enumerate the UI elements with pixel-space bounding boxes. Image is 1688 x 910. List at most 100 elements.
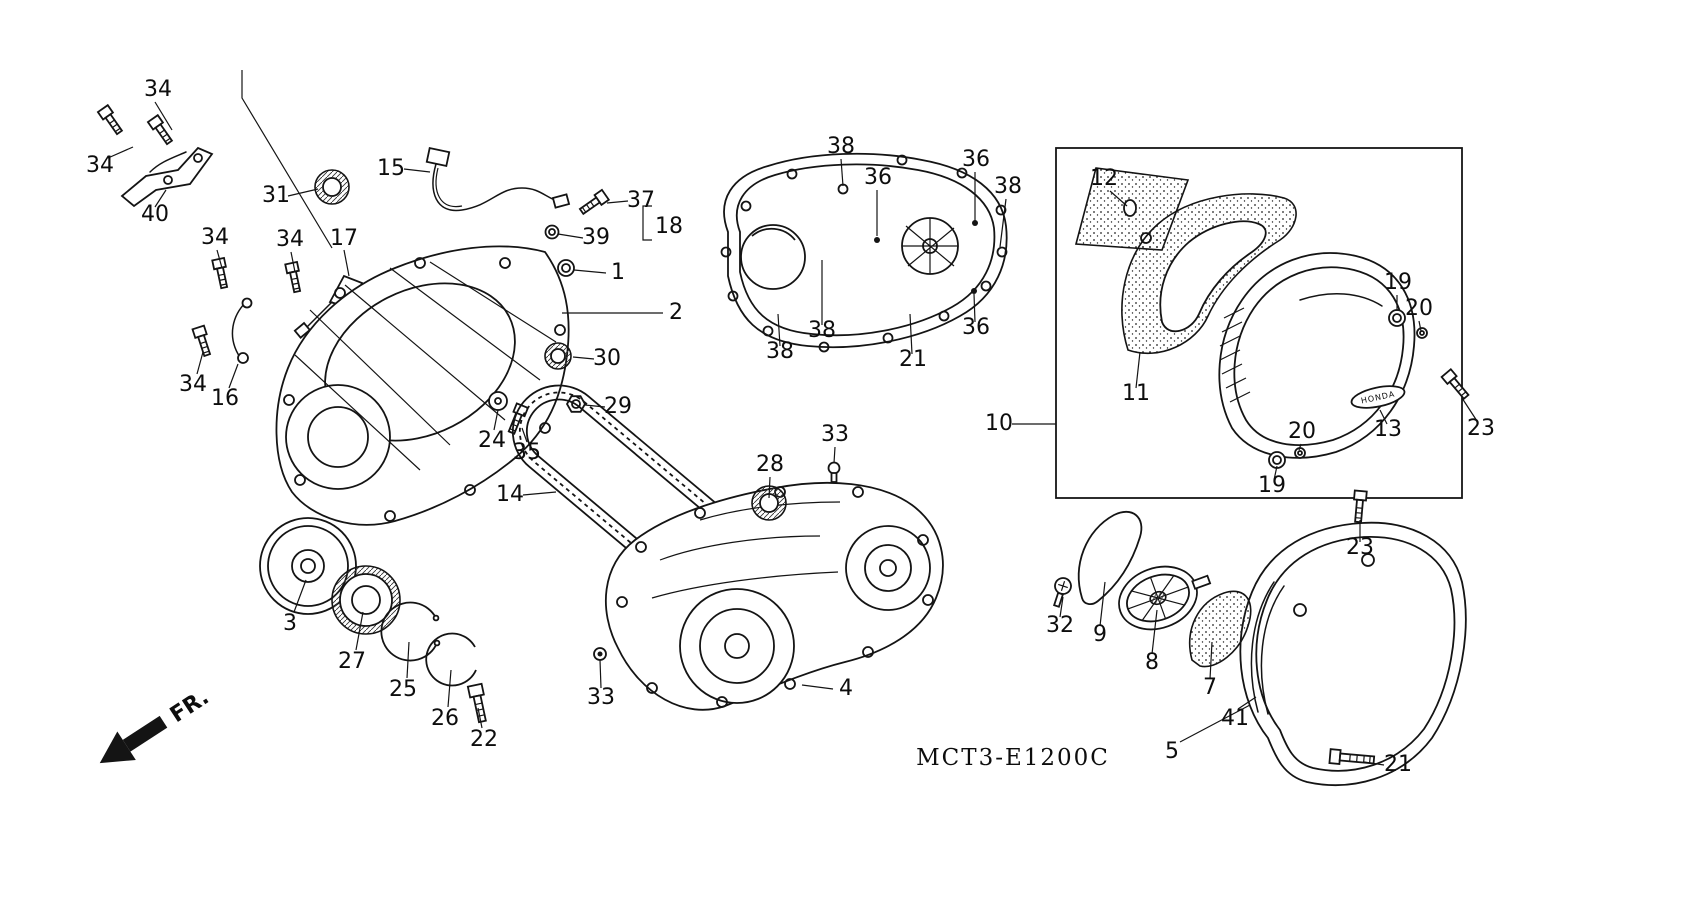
bolt-34-icon [191,324,212,358]
part-label: 33 [821,422,849,447]
part-label: 34 [144,77,172,102]
part-label: 27 [338,649,366,674]
part-label: 38 [994,174,1022,199]
part-label: 36 [962,147,990,172]
part-label: 30 [593,346,621,371]
part-label: 36 [962,315,990,340]
part-label: 34 [276,227,304,252]
part-label: 37 [627,188,655,213]
bolt-22-icon [466,682,487,724]
part-label: 34 [86,153,114,178]
bolt-34-icon [211,256,229,290]
air-guide-plate-11-drawing [1121,193,1297,355]
bracket-18-line [642,205,652,241]
bolt-34-icon [284,260,302,294]
bearing-27-drawing [331,565,401,635]
part-label: 31 [262,183,290,208]
pulley-face-3-drawing [259,517,357,615]
part-label: 23 [1346,535,1374,560]
part-label: 22 [470,727,498,752]
part-label: 19 [1258,473,1286,498]
part-label: 21 [1384,752,1412,777]
bolt-33-icon [593,647,607,661]
cover-gasket-21-drawing [720,152,1008,353]
part-label: 15 [377,156,405,181]
part-label: 32 [1046,613,1074,638]
leader-lines [107,101,1478,766]
bolt-21-icon [1328,748,1376,765]
part-label: 13 [1374,417,1402,442]
stay-bracket-40-drawing [120,146,214,208]
part-label: 20 [1288,419,1316,444]
roller-28-drawing [751,485,787,521]
fr-label: FR. [166,685,214,728]
sensor-cable-15-drawing [425,147,571,212]
part-label: 23 [1467,416,1495,441]
part-label: 25 [389,677,417,702]
bolt-34-icon [146,113,174,146]
part-label: 3 [283,611,297,636]
pulley-cover-13-drawing: HONDA [1218,252,1416,459]
part-label: 39 [582,225,610,250]
bolt-33-icon [827,461,841,483]
part-label: 26 [431,706,459,731]
part-label: 4 [839,676,853,701]
pad-7-drawing [1188,590,1252,668]
part-label: 5 [1165,739,1179,764]
part-label: 16 [211,386,239,411]
part-labels: 34 34 40 31 15 37 18 39 17 34 34 1 2 30 … [86,77,1495,777]
part-label: 9 [1093,622,1107,647]
diagram-code: MCT3-E1200C [916,745,1110,771]
part-label: 34 [179,372,207,397]
part-label: 8 [1145,650,1159,675]
part-label: 24 [478,428,506,453]
part-label: 10 [985,411,1013,436]
part-label: 41 [1221,706,1249,731]
part-label: 1 [611,260,625,285]
bolt-23-icon [1440,367,1470,401]
edge-seal-41-drawing [1250,581,1285,715]
snap-ring-26-drawing [425,632,477,687]
grommet-19-drawing [1388,309,1406,327]
group-box-10 [1055,147,1463,499]
part-label: 14 [496,482,524,507]
bolt-23-icon [1353,489,1368,524]
part-label: 38 [766,339,794,364]
part-label: 21 [899,347,927,372]
part-label: 35 [513,440,541,465]
part-label: 36 [864,165,892,190]
part-label: 29 [604,394,632,419]
bolt-37-icon [578,188,611,216]
part-label: 12 [1090,166,1118,191]
fr-direction-arrow: FR. [99,685,214,764]
outer-transmission-cover-4-drawing [604,481,944,711]
grommet-19-drawing [1268,451,1286,469]
part-label: 19 [1384,270,1412,295]
part-label: 28 [756,452,784,477]
oil-seal-30-drawing [544,342,572,370]
circlip-25-drawing [380,601,441,662]
part-label: 7 [1203,675,1217,700]
part-label: 38 [808,318,836,343]
ring-39-drawing [544,224,560,240]
part-label: 40 [141,202,169,227]
part-label: 11 [1122,381,1150,406]
part-label: 38 [827,134,855,159]
part-label: 2 [669,300,683,325]
screw-32-icon [1052,577,1072,608]
honda-emblem: HONDA [1350,385,1406,409]
gasket-9-drawing [1077,510,1143,605]
bearing-31-drawing [314,169,350,205]
washer-24-drawing [488,391,508,411]
part-label: 33 [587,685,615,710]
part-label: 17 [330,226,358,251]
part-label: 20 [1405,296,1433,321]
stay-16-drawing [231,297,253,364]
bolt-34-icon [96,103,124,136]
collar-1-drawing [557,259,575,277]
collar-20-drawing [1294,447,1306,459]
part-label: 34 [201,225,229,250]
part-label: 18 [655,214,683,239]
